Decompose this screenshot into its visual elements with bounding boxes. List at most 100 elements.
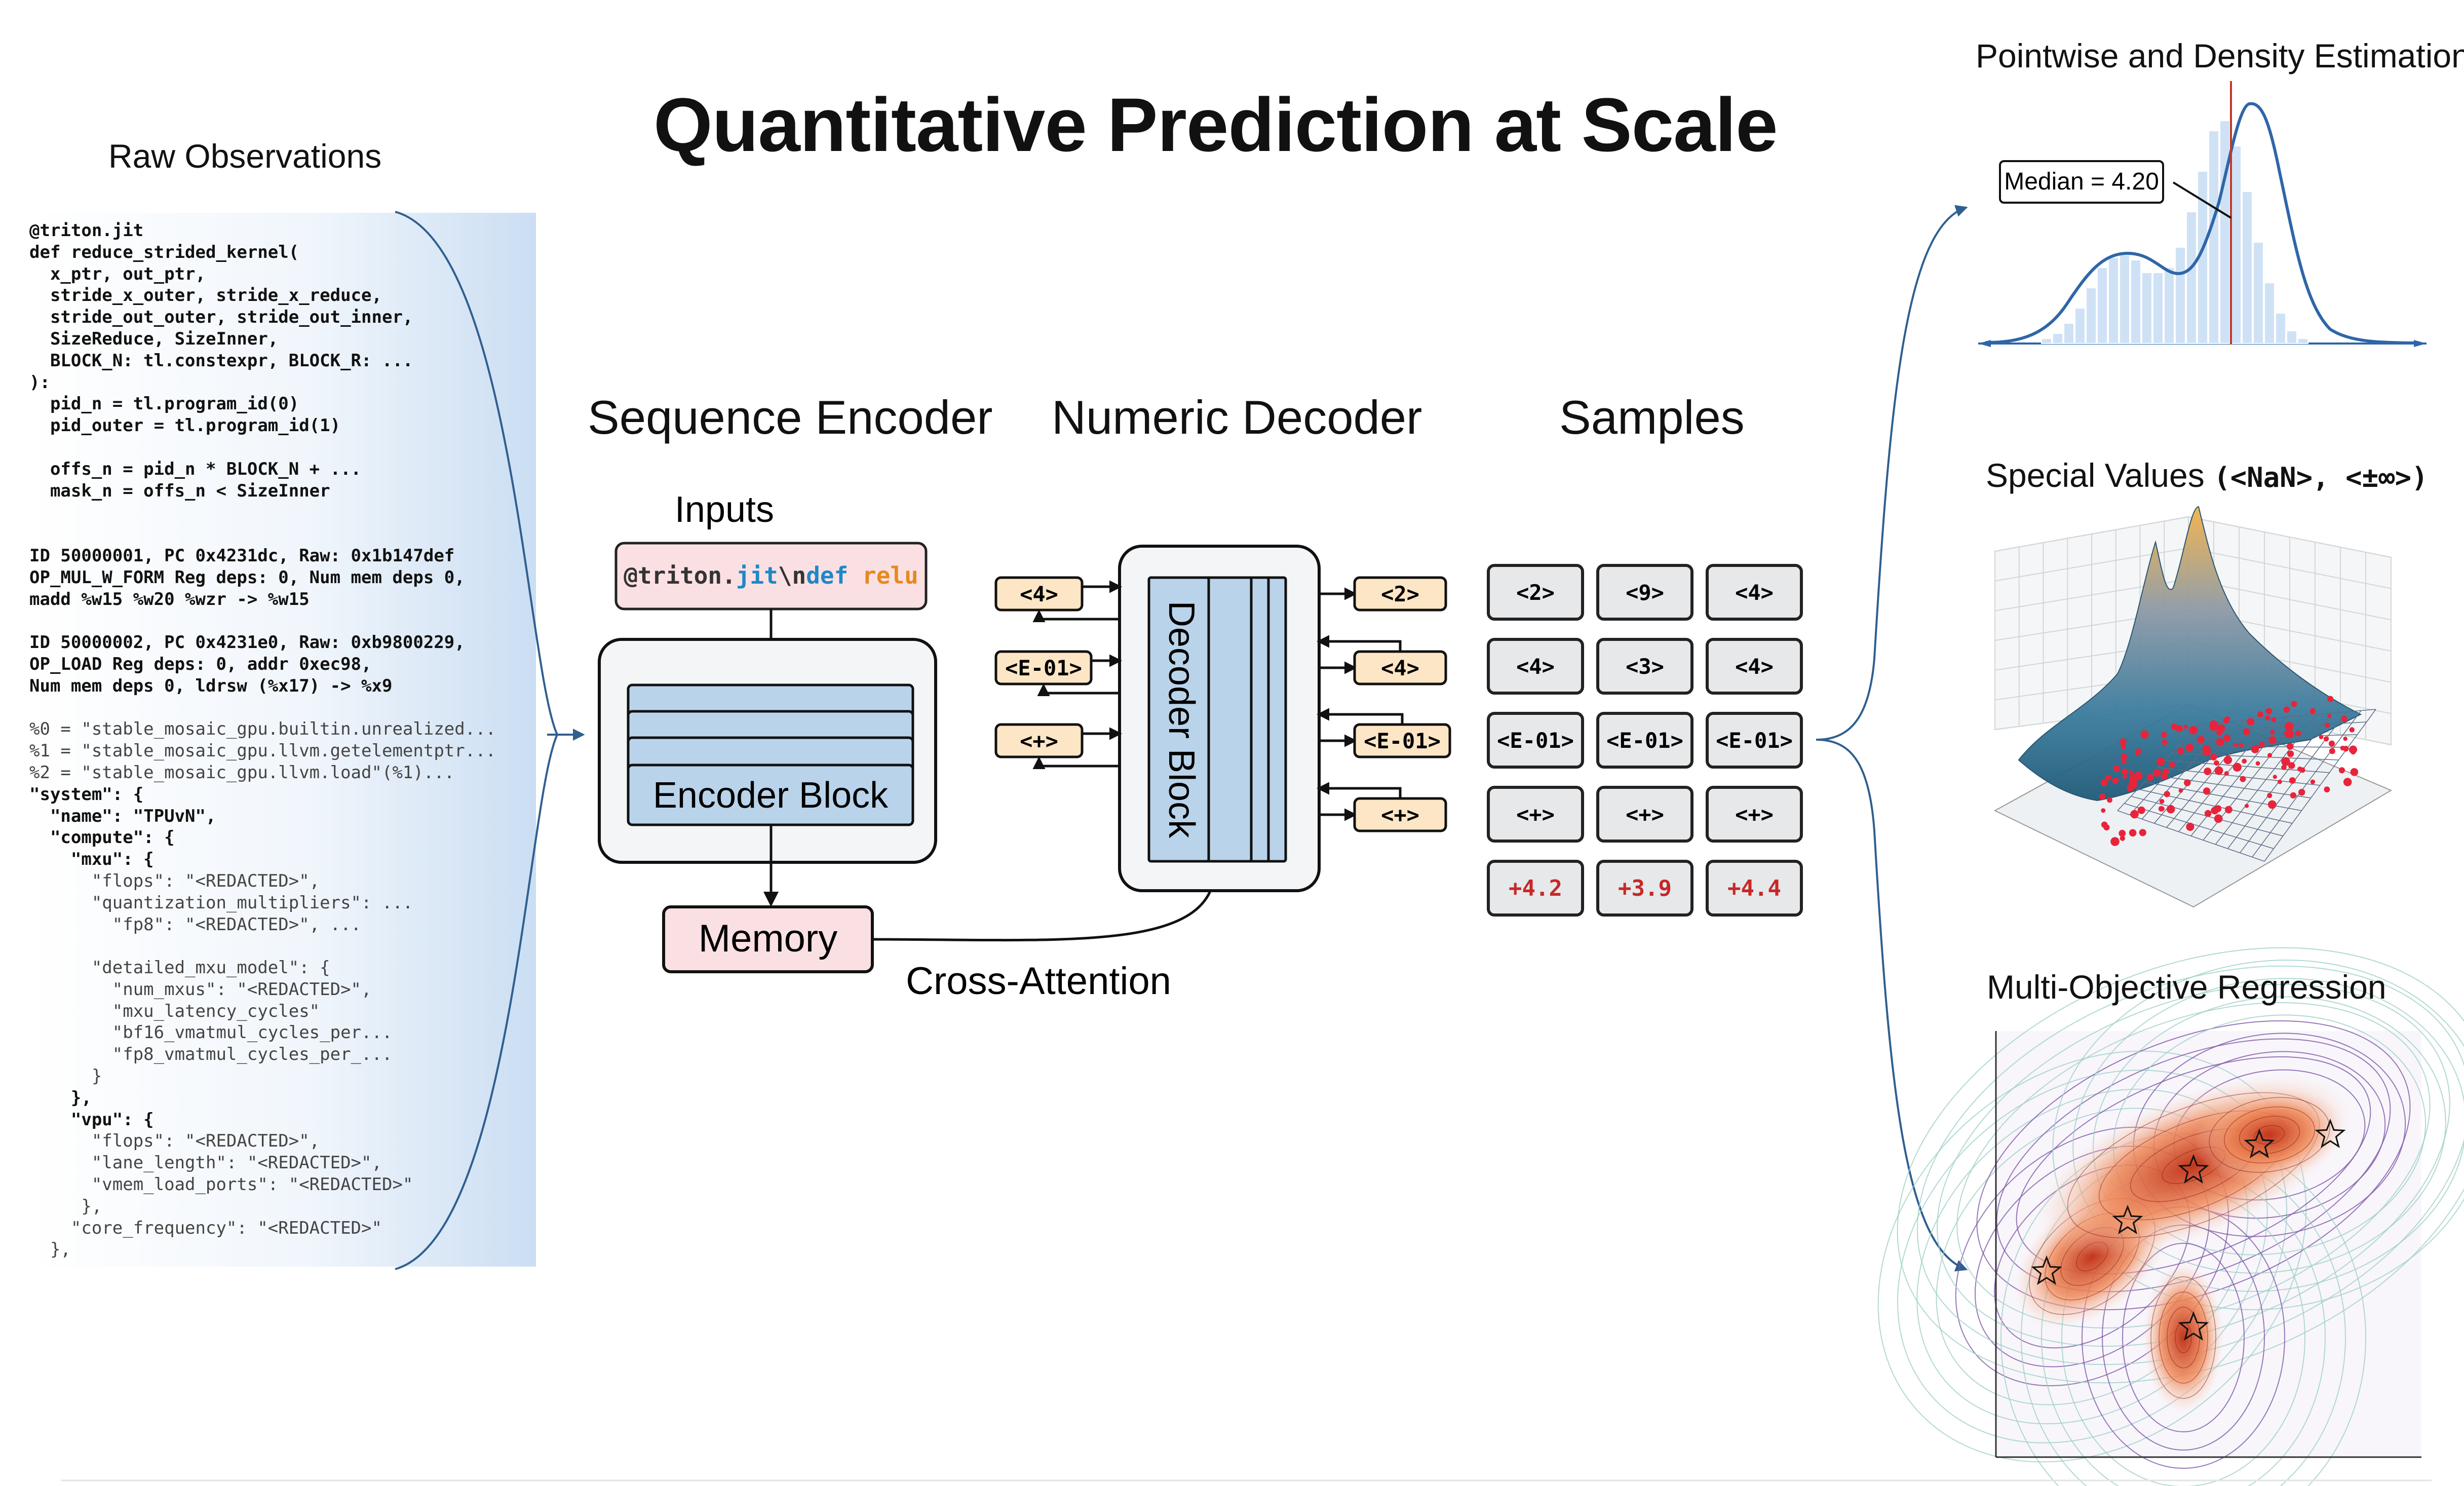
multi-objective-title: Multi-Objective Regression xyxy=(1987,968,2386,1006)
code-line: pid_n = tl.program_id(0) xyxy=(29,394,299,414)
special-values-title-code: (<NaN>, <±∞>) xyxy=(2214,462,2428,493)
special-value-point xyxy=(2189,726,2198,735)
special-values-surface-plot xyxy=(1993,506,2393,908)
special-value-point xyxy=(2171,723,2178,730)
special-value-point xyxy=(2225,806,2232,814)
code-line: "name": "TPUvN", xyxy=(29,806,216,826)
code-line: "fp8": "<REDACTED>", ... xyxy=(29,914,362,935)
pareto-star xyxy=(2112,1204,2143,1235)
special-value-point xyxy=(2242,758,2247,764)
density-curve xyxy=(1985,102,2417,345)
special-value-point xyxy=(2254,745,2259,749)
special-value-point xyxy=(2267,800,2277,809)
memory-label: Memory xyxy=(699,917,837,960)
special-value-point xyxy=(2350,768,2359,776)
histogram-bar xyxy=(2175,247,2186,344)
special-value-point xyxy=(2162,739,2168,745)
special-value-point xyxy=(2328,740,2335,747)
special-value-point xyxy=(2134,772,2143,781)
code-line: "lane_length": "<REDACTED>", xyxy=(29,1153,382,1173)
special-value-point xyxy=(2281,765,2287,770)
code-line: "bf16_vmatmul_cycles_per... xyxy=(29,1022,393,1043)
special-value-point xyxy=(2214,814,2223,823)
special-value-point xyxy=(2287,743,2294,750)
grid-line xyxy=(2188,579,2392,621)
special-value-point xyxy=(2290,792,2297,799)
code-line: } xyxy=(29,1066,102,1087)
sample-token-label: <E-01> xyxy=(1497,728,1574,753)
special-value-point xyxy=(2327,714,2332,718)
samples-brace xyxy=(1816,205,1968,741)
contour-line xyxy=(1996,1038,2391,1292)
decoder-output-token-label: <4> xyxy=(1381,656,1419,680)
median-pointer xyxy=(2172,181,2232,219)
histogram-bar xyxy=(2097,267,2108,344)
special-value-point xyxy=(2232,763,2242,772)
code-line: x_ptr, out_ptr, xyxy=(29,263,206,284)
contour-line xyxy=(2224,1106,2315,1164)
histogram-bar xyxy=(2208,130,2219,344)
density-peak xyxy=(2143,1262,2224,1414)
histogram-bar xyxy=(2074,308,2086,344)
code-line: @triton.jit xyxy=(29,220,144,241)
code-line: mask_n = offs_n < SizeInner xyxy=(29,480,330,501)
special-values-title: Special Values (<NaN>, <±∞>) xyxy=(1986,456,2428,494)
special-value-point xyxy=(2338,767,2345,774)
contour-line xyxy=(1956,1002,2431,1328)
contour-line xyxy=(2052,960,2464,1310)
contour-lines xyxy=(1877,947,2464,1486)
sample-token-label: <+> xyxy=(1626,802,1664,827)
special-value-point xyxy=(2216,738,2224,746)
contour-line xyxy=(1937,984,2450,1347)
special-value-point xyxy=(2204,768,2212,775)
sample-token xyxy=(1596,786,1693,843)
samples-brace-lower xyxy=(1816,739,1968,1272)
special-value-point xyxy=(2100,779,2108,786)
histogram-bar xyxy=(2164,267,2175,344)
sample-token xyxy=(1487,564,1584,621)
code-line: OP_LOAD Reg deps: 0, addr 0xec98, xyxy=(29,654,372,674)
pareto-star xyxy=(2315,1118,2346,1149)
code-line: %2 = "stable_mosaic_gpu.llvm.load"(%1)..… xyxy=(29,762,455,783)
special-value-point xyxy=(2162,768,2169,775)
special-value-point xyxy=(2158,806,2164,812)
decoder-input-token-label: <E-01> xyxy=(1005,656,1082,680)
special-value-point xyxy=(2298,789,2305,796)
special-value-point xyxy=(2223,717,2229,724)
sample-token-label: <9> xyxy=(1626,580,1664,605)
histogram-bar xyxy=(2130,259,2141,344)
special-value-point xyxy=(2209,720,2218,730)
special-value-point xyxy=(2159,798,2165,804)
special-value-point xyxy=(2121,744,2126,749)
special-value-point xyxy=(2112,777,2119,784)
sample-value-label: +4.2 xyxy=(1509,875,1562,901)
encoder-block-label: Encoder Block xyxy=(653,775,889,816)
special-value-point xyxy=(2319,735,2324,740)
special-value-point xyxy=(2210,753,2217,761)
sample-value-label: +3.9 xyxy=(1618,875,1672,901)
special-value-point xyxy=(2107,797,2112,803)
special-value-point xyxy=(2204,810,2212,817)
special-value-point xyxy=(2216,805,2221,810)
sample-token-label: <3> xyxy=(1626,654,1664,679)
pareto-star xyxy=(2178,1311,2209,1341)
special-value-point xyxy=(2310,779,2316,784)
special-value-point xyxy=(2245,804,2249,808)
sample-token xyxy=(1706,786,1803,843)
special-value-point xyxy=(2103,824,2110,831)
code-line: OP_MUL_W_FORM Reg deps: 0, Num mem deps … xyxy=(29,567,465,588)
special-value-point xyxy=(2268,736,2277,744)
code-line: SizeReduce, SizeInner, xyxy=(29,328,279,349)
sample-value xyxy=(1706,860,1803,917)
contour-line xyxy=(2159,1291,2208,1384)
special-value-point xyxy=(2341,715,2347,722)
special-value-point xyxy=(2177,747,2184,754)
special-value-point xyxy=(2128,770,2133,775)
code-line: "mxu": { xyxy=(29,849,154,870)
decoder-feedback-arrow xyxy=(1037,683,1120,696)
special-value-point xyxy=(2157,757,2165,766)
special-value-point xyxy=(2343,778,2352,786)
sample-token-label: <4> xyxy=(1735,580,1774,605)
sample-token-label: <+> xyxy=(1735,802,1774,827)
